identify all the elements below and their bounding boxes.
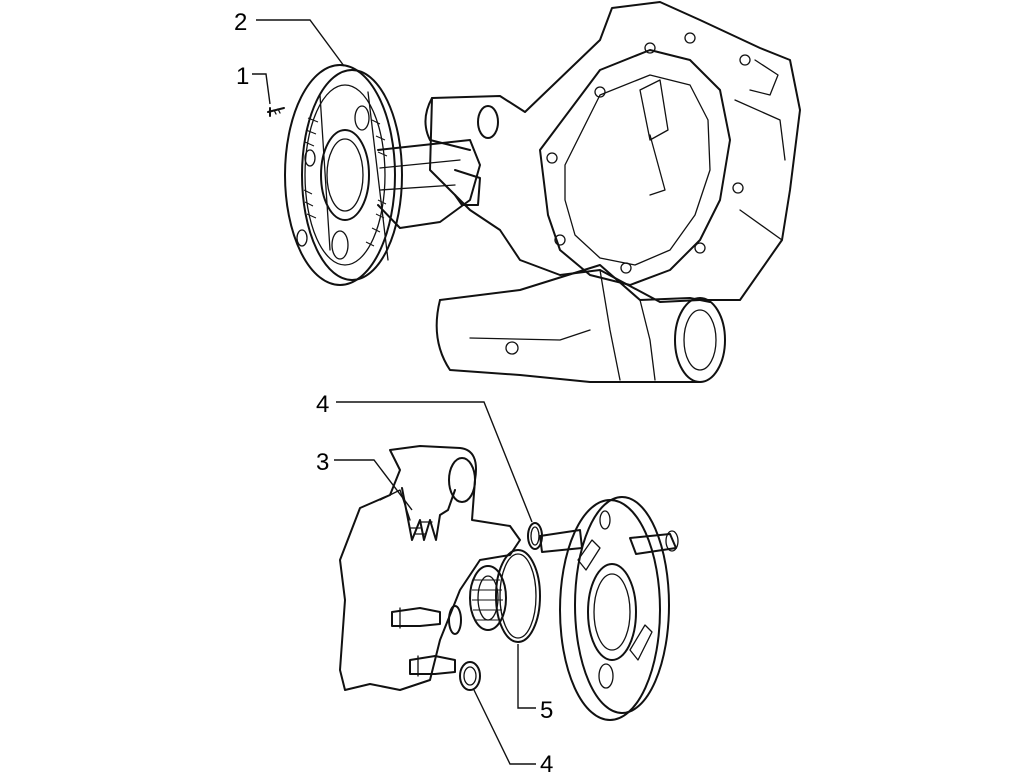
- brake-shoe-plate: [284, 64, 403, 286]
- callout-1: 1: [236, 63, 271, 105]
- callout-label: 3: [316, 449, 329, 476]
- brake-backing-plate: [539, 496, 679, 721]
- return-spring: [401, 487, 456, 541]
- o-ring-lower: [459, 661, 481, 691]
- upper-engine-casing: [377, 1, 801, 383]
- lower-housing: [339, 445, 521, 691]
- seal-ring: [495, 549, 541, 643]
- callout-4-upper: 4: [316, 391, 533, 523]
- callout-5: 5: [517, 644, 553, 724]
- screw-part: [267, 107, 285, 117]
- callout-label: 4: [316, 391, 329, 418]
- callout-4-lower: 4: [473, 689, 553, 774]
- callout-3: 3: [316, 449, 413, 511]
- callout-label: 2: [234, 9, 247, 36]
- callout-2: 2: [234, 9, 345, 67]
- callout-label: 1: [236, 63, 249, 90]
- callout-label: 4: [540, 751, 553, 774]
- callout-label: 5: [540, 697, 553, 724]
